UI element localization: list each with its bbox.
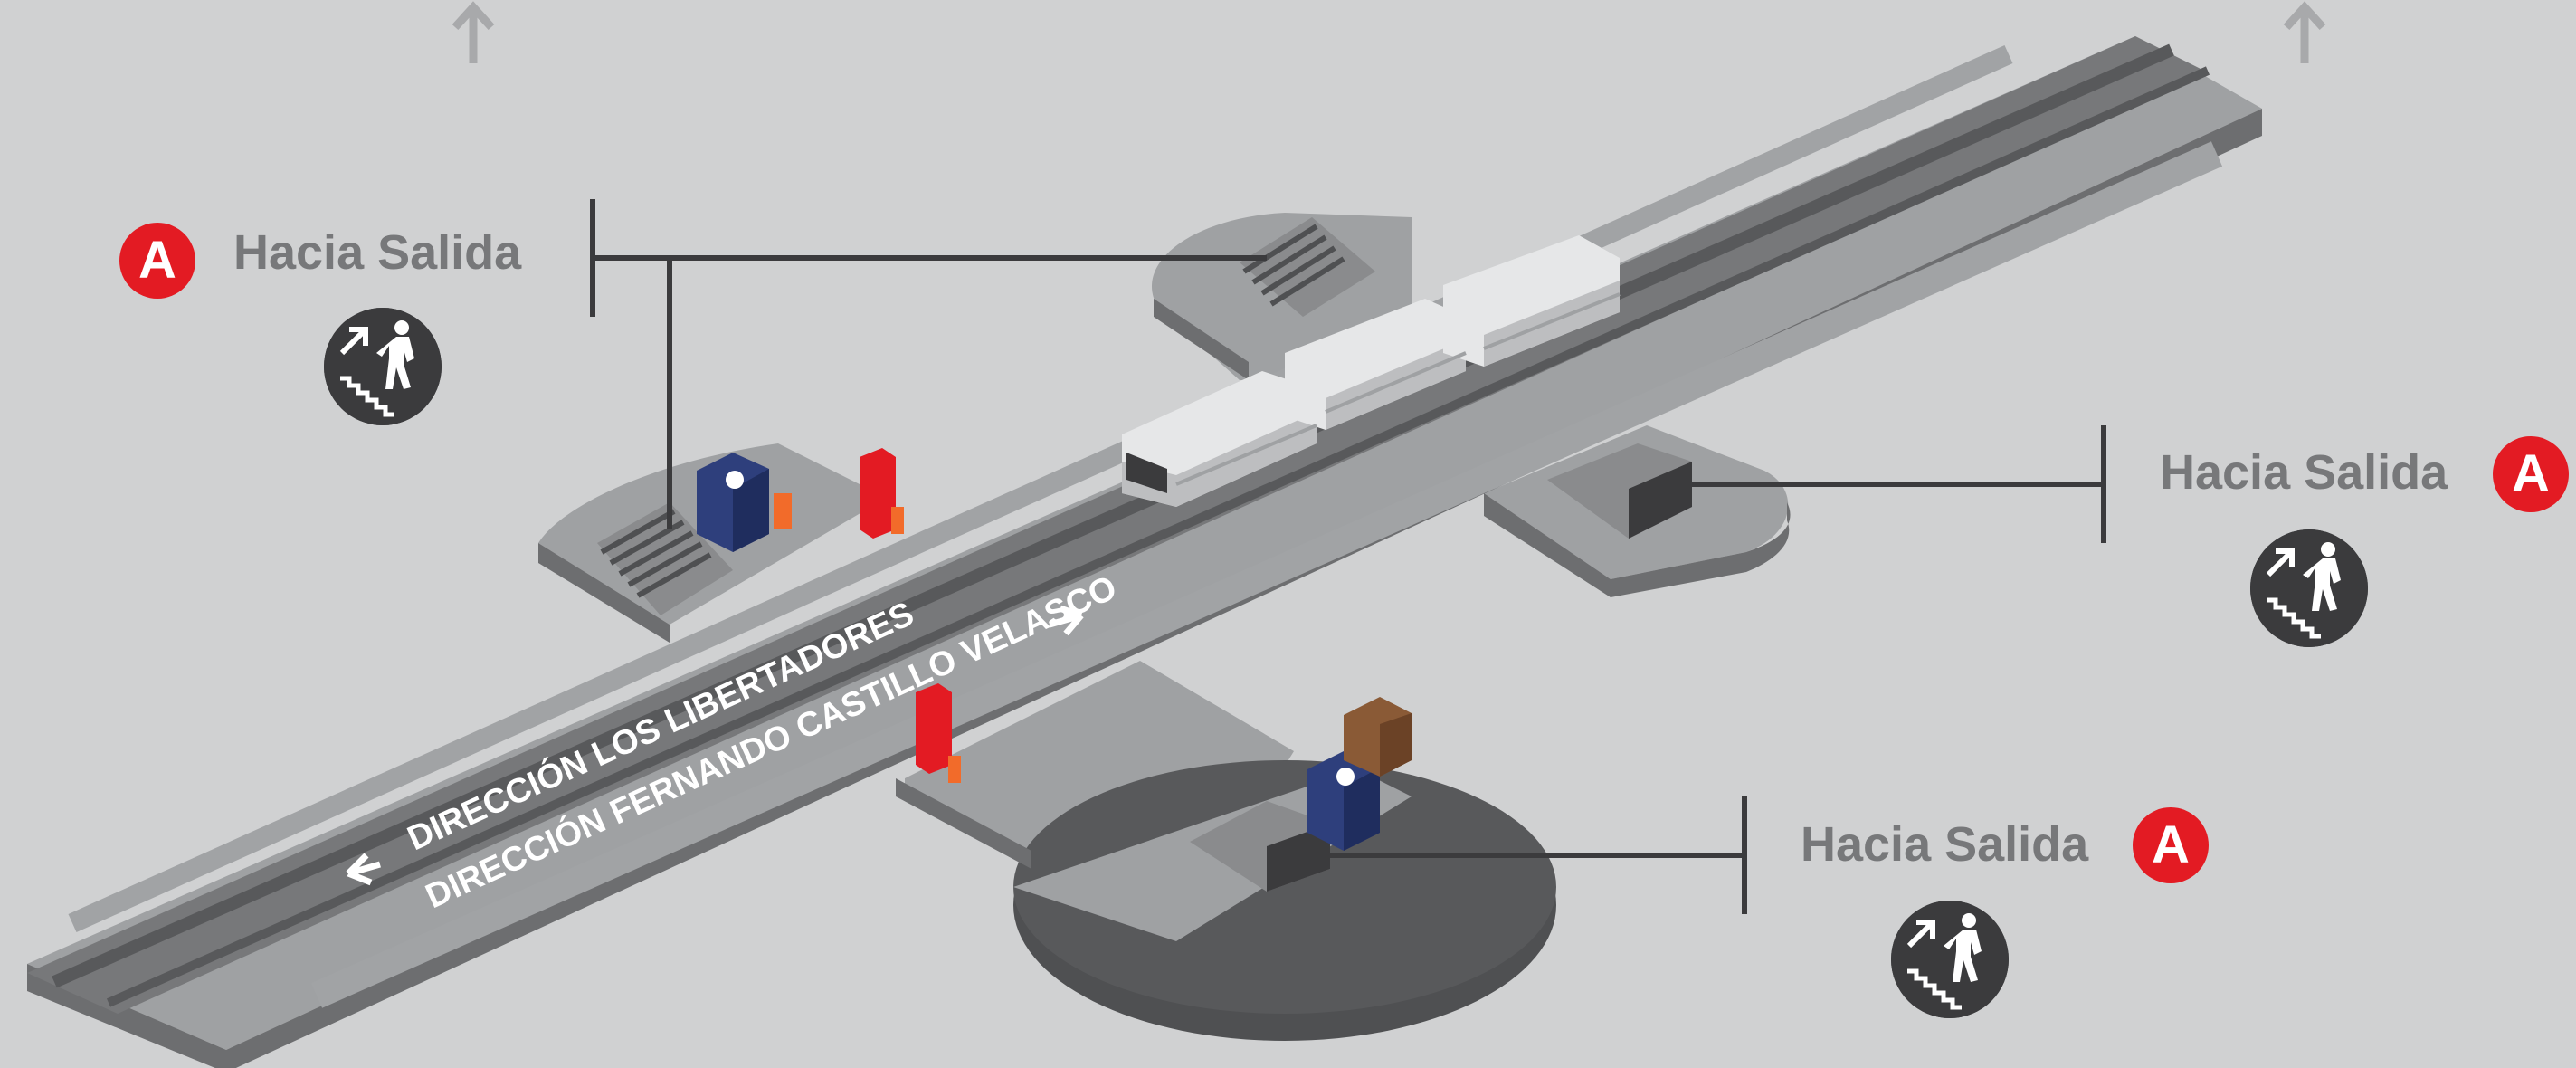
- line-a-badge: A: [119, 223, 195, 299]
- fire-extinguisher-icon: [774, 493, 792, 529]
- stairs-up-person-icon: [324, 308, 442, 425]
- line-a-badge: A: [2493, 436, 2569, 512]
- stairs-up-person-icon: [1891, 901, 2009, 1018]
- elevator-icon: [697, 453, 769, 552]
- stairs-up-person-icon: [2250, 529, 2368, 647]
- up-arrow-icon: [455, 7, 491, 63]
- up-arrow-icon: [2286, 7, 2323, 63]
- exit-label: Hacia Salida: [233, 228, 521, 277]
- line-a-badge: A: [2133, 807, 2209, 883]
- cargo-box: [1344, 697, 1412, 777]
- fire-extinguisher-icon: [860, 448, 904, 539]
- exit-label: Hacia Salida: [1801, 820, 2088, 869]
- exit-label: Hacia Salida: [2160, 448, 2448, 497]
